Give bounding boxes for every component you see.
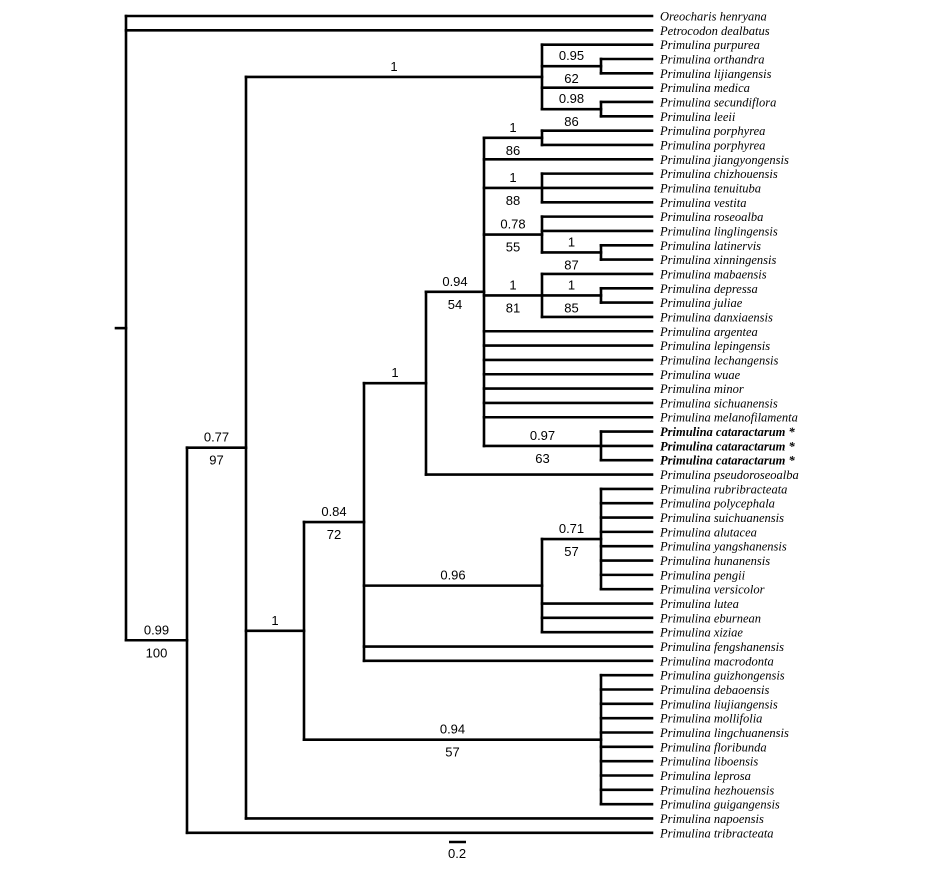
bootstrap-label: 62 — [564, 71, 578, 86]
taxon-label: Primulina cataractarum * — [660, 439, 795, 453]
taxon-label: Primulina roseoalba — [659, 210, 763, 224]
taxon-label: Primulina mabaensis — [659, 267, 767, 281]
taxon-label: Primulina lechangensis — [659, 353, 779, 367]
posterior-probability-label: 0.97 — [530, 428, 555, 443]
taxon-label: Primulina porphyrea — [659, 124, 765, 138]
bootstrap-label: 86 — [564, 114, 578, 129]
taxon-label: Primulina guigangensis — [659, 798, 780, 812]
taxon-label: Primulina pengii — [659, 568, 746, 582]
posterior-probability-label: 1 — [391, 365, 398, 380]
taxon-label: Primulina liujiangensis — [659, 697, 778, 711]
bootstrap-label: 81 — [506, 300, 520, 315]
taxon-label: Primulina debaoensis — [659, 683, 770, 697]
posterior-probability-label: 1 — [509, 170, 516, 185]
taxon-label: Primulina depressa — [659, 282, 758, 296]
taxon-label: Primulina versicolor — [659, 583, 765, 597]
taxon-label: Primulina danxiaensis — [659, 310, 773, 324]
posterior-probability-label: 0.98 — [559, 91, 584, 106]
posterior-probability-label: 0.71 — [559, 521, 584, 536]
taxon-label: Primulina porphyrea — [659, 138, 765, 152]
taxon-label: Oreocharis henryana — [660, 10, 767, 24]
taxon-label: Primulina tribracteata — [659, 826, 774, 840]
posterior-probability-label: 1 — [509, 120, 516, 135]
taxon-label: Primulina wuae — [659, 368, 741, 382]
taxon-label: Primulina xiziae — [659, 626, 743, 640]
bootstrap-label: 72 — [327, 527, 341, 542]
taxon-label: Primulina polycephala — [659, 497, 775, 511]
posterior-probability-label: 0.99 — [144, 622, 169, 637]
taxon-label: Primulina secundiflora — [659, 95, 776, 109]
taxon-label: Primulina juliae — [659, 296, 743, 310]
taxon-label: Primulina vestita — [659, 196, 746, 210]
taxon-label: Primulina tenuituba — [659, 181, 761, 195]
posterior-probability-label: 1 — [271, 613, 278, 628]
taxon-label: Primulina purpurea — [659, 38, 760, 52]
taxon-label: Primulina xinningensis — [659, 253, 776, 267]
taxon-label: Primulina liboensis — [659, 755, 758, 769]
taxon-label: Primulina lingchuanensis — [659, 726, 789, 740]
taxon-label: Primulina fengshanensis — [659, 640, 784, 654]
bootstrap-label: 55 — [506, 240, 520, 255]
taxon-label: Primulina mollifolia — [659, 712, 762, 726]
taxon-label: Primulina cataractarum * — [660, 425, 795, 439]
posterior-probability-label: 1 — [568, 234, 575, 249]
taxon-label: Primulina guizhongensis — [659, 669, 785, 683]
support-values: 0.95 62 0.98 86 1 1 86 1 88 1 87 0.78 55 1 85 1 81 0.97 63… — [144, 48, 584, 760]
taxon-label: Primulina suichuanensis — [659, 511, 784, 525]
tree-branches — [114, 14, 654, 835]
taxon-label: Primulina leeii — [659, 110, 736, 124]
taxon-label: Primulina latinervis — [659, 239, 761, 253]
taxon-label: Primulina napoensis — [659, 812, 764, 826]
taxon-label: Primulina hunanensis — [659, 554, 770, 568]
taxon-label: Primulina argentea — [659, 325, 758, 339]
scale-bar-label: 0.2 — [448, 846, 466, 861]
posterior-probability-label: 0.94 — [442, 274, 467, 289]
taxon-label: Primulina yangshanensis — [659, 540, 787, 554]
taxon-label: Primulina jiangyongensis — [659, 153, 789, 167]
posterior-probability-label: 0.84 — [321, 504, 346, 519]
taxon-label: Primulina hezhouensis — [659, 783, 774, 797]
posterior-probability-label: 0.94 — [440, 722, 465, 737]
bootstrap-label: 87 — [564, 257, 578, 272]
taxon-label: Primulina lepingensis — [659, 339, 770, 353]
taxon-label: Primulina alutacea — [659, 525, 757, 539]
taxon-label: Primulina linglingensis — [659, 224, 778, 238]
posterior-probability-label: 1 — [509, 277, 516, 292]
taxon-label: Primulina pseudoroseoalba — [659, 468, 799, 482]
posterior-probability-label: 0.96 — [440, 568, 465, 583]
posterior-probability-label: 1 — [390, 59, 397, 74]
taxon-label: Primulina floribunda — [659, 740, 767, 754]
bootstrap-label: 86 — [506, 143, 520, 158]
taxon-label: Primulina eburnean — [659, 611, 761, 625]
bootstrap-label: 97 — [209, 453, 223, 468]
taxon-label: Primulina chizhouensis — [659, 167, 778, 181]
taxon-label: Primulina rubribracteata — [659, 482, 787, 496]
taxon-label: Primulina leprosa — [659, 769, 751, 783]
posterior-probability-label: 0.78 — [500, 217, 525, 232]
posterior-probability-label: 0.77 — [204, 430, 229, 445]
bootstrap-label: 63 — [535, 451, 549, 466]
bootstrap-label: 57 — [445, 745, 459, 760]
bootstrap-label: 54 — [448, 297, 462, 312]
taxon-label: Primulina medica — [659, 81, 750, 95]
taxon-label: Primulina cataractarum * — [660, 454, 795, 468]
taxon-label: Primulina lijiangensis — [659, 67, 772, 81]
taxon-label: Primulina orthandra — [659, 52, 765, 66]
taxon-label: Primulina sichuanensis — [659, 396, 778, 410]
taxon-label: Petrocodon dealbatus — [659, 24, 770, 38]
taxon-label: Primulina macrodonta — [659, 654, 774, 668]
posterior-probability-label: 0.95 — [559, 48, 584, 63]
bootstrap-label: 88 — [506, 193, 520, 208]
taxon-label: Primulina minor — [659, 382, 744, 396]
bootstrap-label: 85 — [564, 300, 578, 315]
bootstrap-label: 100 — [146, 645, 168, 660]
taxon-label: Primulina melanofilamenta — [659, 411, 798, 425]
bootstrap-label: 57 — [564, 544, 578, 559]
scale-bar: 0.2 — [448, 840, 466, 861]
posterior-probability-label: 1 — [568, 277, 575, 292]
taxon-label: Primulina lutea — [659, 597, 739, 611]
